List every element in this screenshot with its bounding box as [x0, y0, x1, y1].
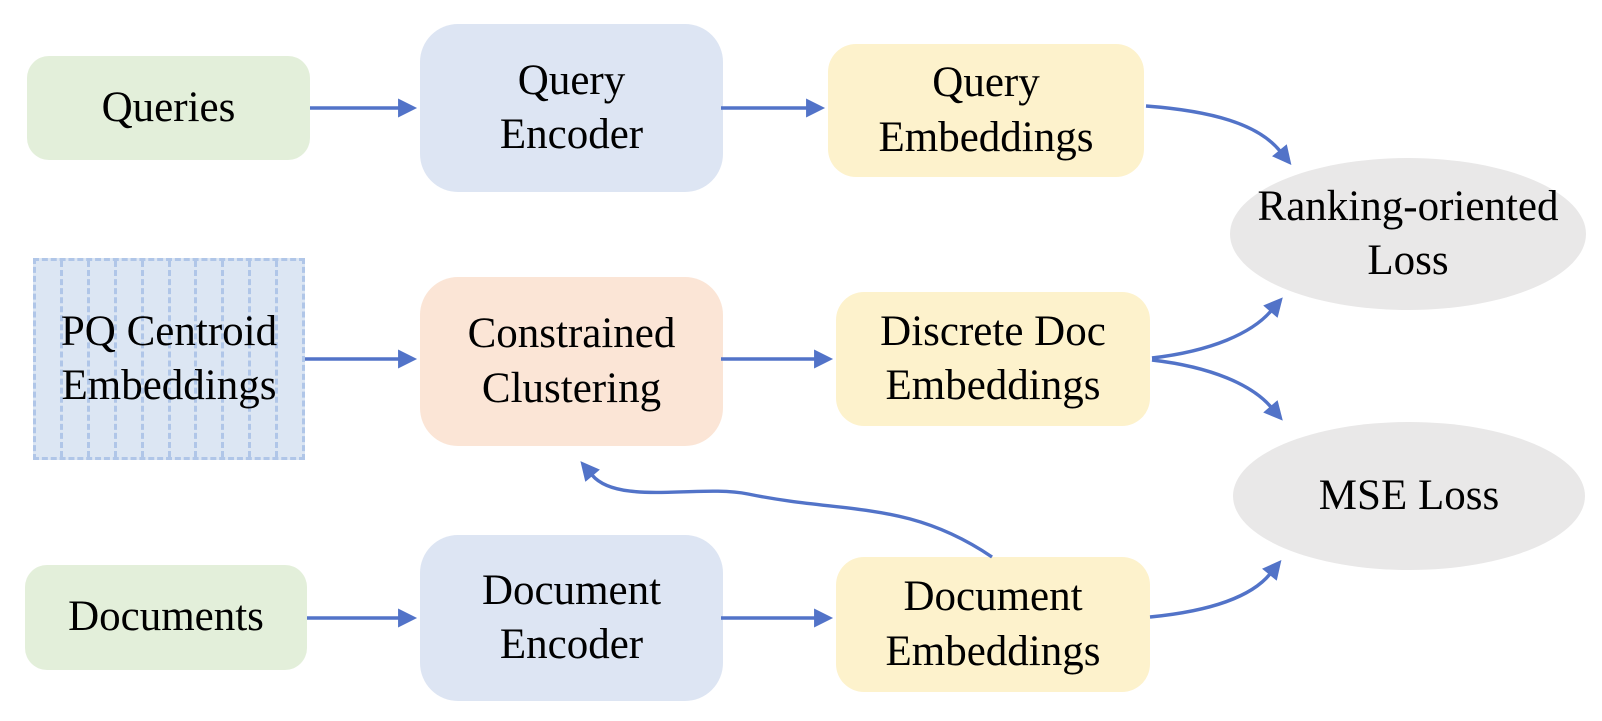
- query-embeddings-label-line1: Query: [932, 59, 1040, 107]
- ranking-loss-label-line2: Loss: [1367, 237, 1449, 284]
- arrow-discrete-doc-to-mse-loss: [1151, 358, 1283, 421]
- pq-centroid-label-line2: Embeddings: [61, 362, 277, 409]
- mse-loss-label: MSE Loss: [1318, 471, 1500, 519]
- documents-label: Documents: [68, 593, 264, 641]
- arrow-discrete-doc-to-ranking-loss: [1151, 297, 1283, 360]
- constrained-clustering-label-line1: Constrained: [467, 310, 676, 358]
- stripe-cell: [251, 261, 279, 457]
- stripe-cell: [63, 261, 90, 457]
- document-embeddings-label-line1: Document: [903, 573, 1083, 621]
- stripe-cell: [144, 261, 171, 457]
- pq-centroid-embeddings-node: PQ Centroid Embeddings: [33, 258, 305, 460]
- ranking-loss-label-line1: Ranking-oriented: [1257, 182, 1559, 230]
- query-encoder-label-line1: Query: [517, 56, 626, 104]
- stripe-cell: [224, 261, 252, 457]
- document-embeddings-label-line2: Embeddings: [885, 627, 1101, 675]
- documents-node: Documents: [25, 565, 307, 670]
- stripe-cell: [117, 261, 144, 457]
- stripe-cell: [90, 261, 117, 457]
- discrete-doc-embeddings-label-line1: Discrete Doc: [880, 307, 1106, 355]
- query-embeddings-node: Query Embeddings: [828, 44, 1144, 177]
- stripe-cell: [36, 261, 63, 457]
- constrained-clustering-label-line2: Clustering: [481, 364, 662, 412]
- document-encoder-label-line1: Document: [481, 566, 662, 614]
- query-encoder-node: Query Encoder: [420, 24, 723, 192]
- query-embeddings-label-line2: Embeddings: [878, 113, 1094, 161]
- stripe-cell: [171, 261, 198, 457]
- ranking-oriented-loss-node: Ranking-oriented Loss: [1230, 158, 1586, 310]
- arrow-query-embeddings-to-ranking-loss: [1145, 104, 1292, 165]
- pq-centroid-label-line1: PQ Centroid: [60, 307, 278, 355]
- stripe-cell: [197, 261, 225, 457]
- arrow-document-embeddings-to-mse-loss: [1149, 560, 1282, 619]
- document-encoder-label-line2: Encoder: [499, 621, 644, 668]
- queries-label: Queries: [101, 83, 236, 131]
- queries-node: Queries: [27, 56, 310, 160]
- pq-centroid-stripes: [33, 258, 305, 460]
- discrete-doc-embeddings-label-line2: Embeddings: [885, 362, 1101, 409]
- constrained-clustering-node: Constrained Clustering: [420, 277, 723, 446]
- query-encoder-label-line2: Encoder: [499, 111, 644, 158]
- document-embeddings-node: Document Embeddings: [836, 557, 1150, 692]
- mse-loss-node: MSE Loss: [1233, 422, 1585, 570]
- discrete-doc-embeddings-node: Discrete Doc Embeddings: [836, 292, 1150, 426]
- document-encoder-node: Document Encoder: [420, 535, 723, 701]
- pq-centroid-label: PQ Centroid Embeddings: [33, 258, 305, 460]
